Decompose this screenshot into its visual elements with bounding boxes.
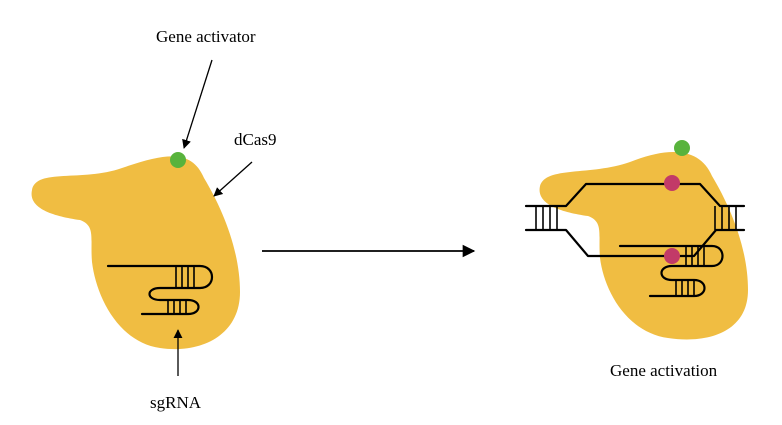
sgrna-label: sgRNA bbox=[150, 393, 202, 412]
dcas9-label: dCas9 bbox=[234, 130, 277, 149]
sgrna-hairpins bbox=[106, 264, 214, 316]
dcas9-protein bbox=[31, 156, 240, 350]
gene-activator-dot bbox=[170, 152, 186, 168]
gene-activator-label: Gene activator bbox=[156, 27, 256, 46]
sgrna-hairpins-bound bbox=[618, 244, 724, 298]
gene-activator-dot-bound bbox=[674, 140, 690, 156]
binding-site-dot-top bbox=[664, 175, 680, 191]
gene-activator-pointer bbox=[182, 59, 213, 149]
binding-site-dot-bottom bbox=[664, 248, 680, 264]
gene-activation-label: Gene activation bbox=[610, 361, 718, 380]
dna-strands bbox=[524, 182, 746, 258]
dcas9-dna-complex bbox=[524, 140, 748, 340]
dcas9-pointer bbox=[213, 161, 253, 197]
dcas9-sgrna-complex bbox=[31, 152, 240, 350]
